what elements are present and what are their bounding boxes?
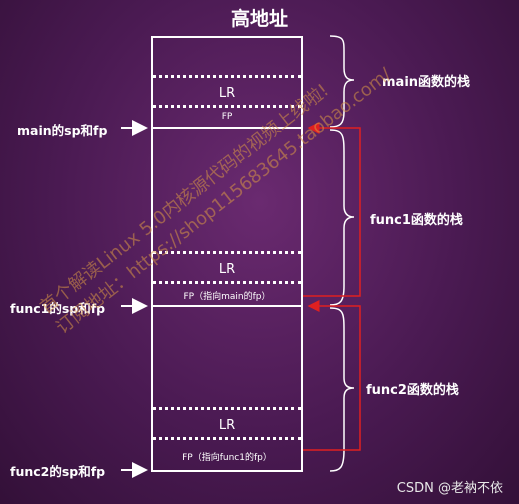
- func2-frame-bottom-line: [151, 470, 303, 472]
- func2-frame-brace: [329, 307, 355, 472]
- main-sp-fp-label: main的sp和fp: [17, 123, 108, 138]
- func1-frame-dotted-divider-2: [152, 281, 302, 284]
- func2-frame-label: func2函数的栈: [366, 383, 459, 398]
- func1-frame-dotted-divider: [152, 251, 302, 254]
- func1-fp-slot: FP（指向main的fp）: [183, 292, 271, 302]
- main-frame-dotted-divider: [152, 75, 302, 78]
- func2-fp-slot: FP（指向func1的fp）: [182, 453, 272, 463]
- func2-lr-slot: LR: [218, 418, 236, 433]
- main-frame-dotted-divider-2: [152, 105, 302, 108]
- func2-fp-link-arrow: [303, 300, 361, 451]
- high-address-title: 高地址: [230, 8, 288, 30]
- main-fp-slot: FP: [221, 112, 233, 122]
- func1-frame-bottom-line: [151, 305, 303, 307]
- func2-frame-dotted-divider-2: [152, 437, 302, 440]
- func1-sp-fp-label: func1的sp和fp: [10, 301, 106, 316]
- main-lr-slot: LR: [218, 86, 236, 101]
- stack-column: [151, 36, 303, 472]
- func2-frame-dotted-divider: [152, 407, 302, 410]
- csdn-credit: CSDN @老衲不依: [396, 481, 503, 496]
- func1-frame-label: func1函数的栈: [370, 213, 463, 228]
- func2-sp-fp-label: func2的sp和fp: [10, 464, 106, 479]
- func1-lr-slot: LR: [218, 262, 236, 277]
- func1-frame-brace: [329, 129, 355, 306]
- main-frame-bottom-line: [151, 127, 303, 129]
- main-frame-label: main函数的栈: [382, 75, 471, 90]
- main-frame-brace: [329, 35, 355, 128]
- func1-fp-link-arrow: [303, 122, 361, 297]
